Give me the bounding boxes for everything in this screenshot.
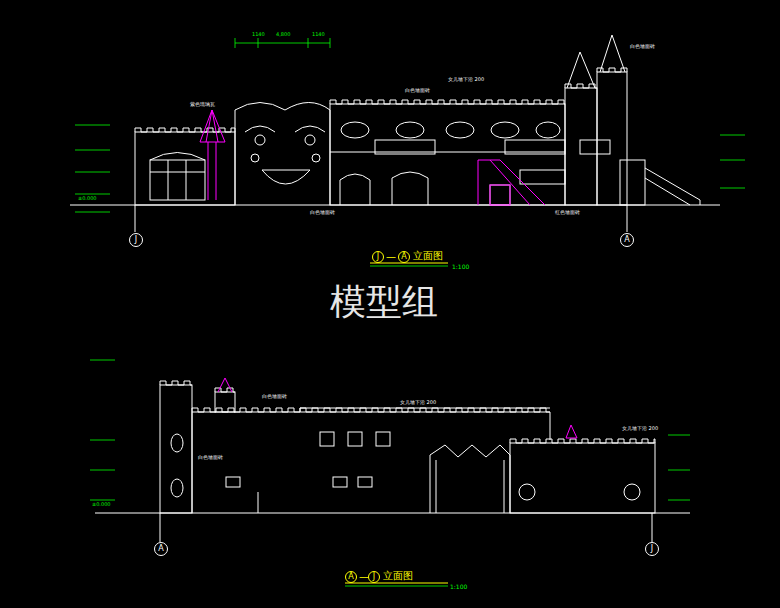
material-note: 白色墙面砖 [630, 44, 655, 49]
material-note: 紫色琉璃瓦 [190, 102, 215, 107]
scale: 1:100 [450, 584, 467, 590]
battlement [510, 439, 655, 443]
axis-bubble: A [345, 571, 357, 583]
axis-letter: J [373, 573, 375, 581]
axis-bubble: A [154, 542, 168, 556]
material-note: 白色墙面砖 [310, 210, 335, 215]
axis-letter: J [377, 253, 379, 261]
drawing-title: 立面图 [383, 571, 413, 581]
scale: 1:100 [452, 264, 469, 270]
dimension: 1140 [312, 32, 325, 37]
material-note: 白色墙面砖 [198, 455, 223, 460]
axis-letter: J [135, 236, 137, 244]
axis-letter: A [348, 573, 353, 581]
axis-bubble: A [398, 251, 410, 263]
watermark: 模型组 [330, 284, 438, 320]
axis-letter: A [158, 545, 163, 553]
axis-letter: A [624, 236, 629, 244]
title-dash: — [359, 572, 369, 582]
material-note: 红色墙面砖 [555, 210, 580, 215]
dimension: 4,800 [276, 32, 290, 37]
axis-letter: J [651, 545, 653, 553]
axis-bubble: J [129, 233, 143, 247]
level-mark: ±0.000 [92, 502, 111, 507]
material-note: 白色墙面砖 [405, 88, 430, 93]
material-note: 女儿墙下沿 200 [622, 426, 658, 431]
title-dash: — [386, 252, 396, 262]
battlement [330, 100, 565, 104]
material-note: 白色墙面砖 [262, 394, 287, 399]
battlement [192, 408, 550, 412]
material-note: 女儿墙下沿 200 [400, 400, 436, 405]
battlement [160, 381, 192, 385]
dimension: 1140 [252, 32, 265, 37]
axis-letter: A [401, 253, 406, 261]
axis-bubble: A [620, 233, 634, 247]
axis-bubble: J [372, 251, 384, 263]
level-mark: ±0.000 [78, 196, 97, 201]
battlement [565, 84, 597, 88]
axis-bubble: J [368, 571, 380, 583]
axis-bubble: J [645, 542, 659, 556]
material-note: 女儿墙下沿 200 [448, 77, 484, 82]
drawing-title: 立面图 [413, 251, 443, 261]
battlement [597, 68, 627, 72]
